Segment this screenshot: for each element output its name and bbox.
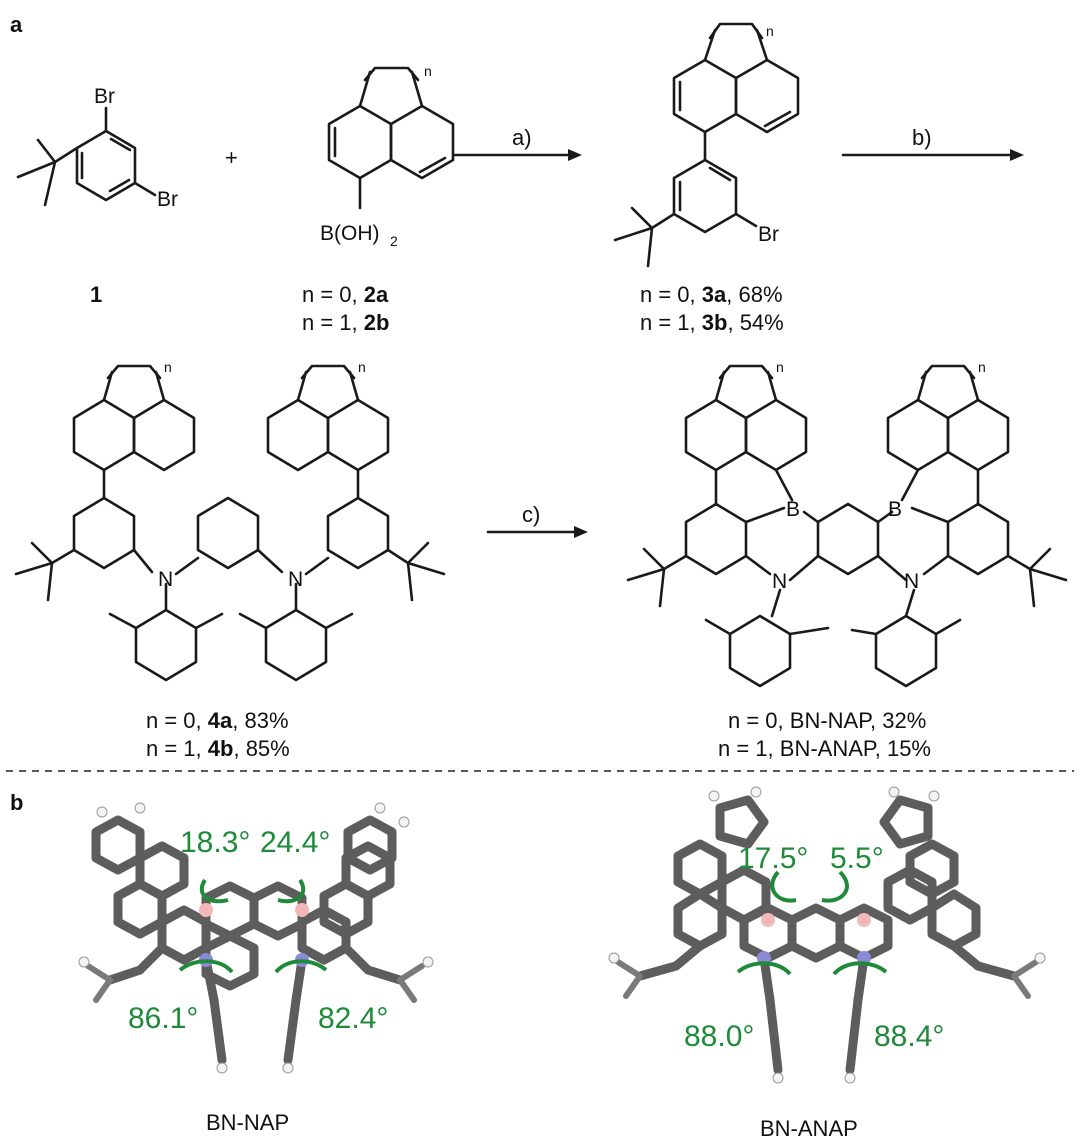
compound-4a-label: n = 0, 4a, 83% bbox=[146, 708, 289, 733]
arrow-b bbox=[841, 149, 1024, 161]
bn-anap-angle-top-left: 17.5° bbox=[738, 842, 808, 875]
compound-2b-label: n = 1, 2b bbox=[302, 310, 389, 335]
compound-2-structure: n B(OH) 2 bbox=[320, 63, 455, 249]
bn-anap-angle-bottom-left: 88.0° bbox=[684, 1020, 754, 1053]
product-boron-left: B bbox=[786, 498, 800, 521]
bn-anap-crystal-structure bbox=[608, 786, 1046, 1084]
compound-4-n-atom-left: N bbox=[158, 568, 173, 591]
bn-nap-angle-bottom-right: 82.4° bbox=[318, 1002, 388, 1035]
product-nitrogen-left: N bbox=[772, 570, 787, 593]
arrow-b-label: b) bbox=[912, 125, 932, 150]
compound-3b-label: n = 1, 3b, 54% bbox=[640, 310, 784, 335]
bn-nap-angle-top-right: 24.4° bbox=[260, 826, 330, 859]
compound-1-structure: Br Br bbox=[16, 85, 178, 211]
plus-sign: + bbox=[225, 145, 238, 170]
compound-4-structure: n n N N bbox=[14, 359, 446, 682]
compound-1-br-top: Br bbox=[94, 85, 115, 108]
compound-4b-label: n = 1, 4b, 85% bbox=[146, 736, 290, 761]
compound-2a-label: n = 0, 2a bbox=[302, 282, 389, 307]
arrow-a bbox=[453, 149, 582, 161]
product-boron-right: B bbox=[888, 498, 902, 521]
compound-1-label: 1 bbox=[90, 282, 102, 307]
bn-anap-angle-top-right: 5.5° bbox=[830, 842, 884, 875]
compound-2-boronic-sub: 2 bbox=[390, 233, 398, 249]
bn-nap-angle-top-left: 18.3° bbox=[180, 826, 250, 859]
product-line-2: n = 1, BN-ANAP, 15% bbox=[718, 736, 931, 761]
compound-3-n: n bbox=[766, 23, 774, 39]
panel-a-label: a bbox=[10, 12, 23, 37]
compound-3-br: Br bbox=[758, 223, 779, 246]
bn-nap-caption: BN-NAP bbox=[206, 1110, 289, 1135]
compound-4-n-left: n bbox=[164, 359, 172, 375]
arrow-c-label: c) bbox=[522, 502, 540, 527]
product-n-left: n bbox=[776, 359, 784, 375]
compound-1-br-right: Br bbox=[157, 188, 178, 211]
bn-anap-caption: BN-ANAP bbox=[760, 1116, 858, 1141]
bn-nap-crystal-structure bbox=[78, 802, 434, 1074]
bn-nap-angle-bottom-left: 86.1° bbox=[128, 1002, 198, 1035]
product-structure: n n B B N N bbox=[626, 359, 1068, 688]
compound-3a-label: n = 0, 3a, 68% bbox=[640, 282, 783, 307]
panel-b-label: b bbox=[10, 790, 23, 815]
product-nitrogen-right: N bbox=[904, 570, 919, 593]
compound-4-n-right: n bbox=[358, 359, 366, 375]
compound-2-n: n bbox=[424, 63, 432, 79]
bn-anap-angle-bottom-right: 88.4° bbox=[874, 1020, 944, 1053]
compound-3-structure: n Br bbox=[613, 22, 800, 268]
arrow-c bbox=[486, 526, 588, 538]
product-line-1: n = 0, BN-NAP, 32% bbox=[728, 708, 926, 733]
product-n-right: n bbox=[978, 359, 986, 375]
compound-4-n-atom-right: N bbox=[288, 568, 303, 591]
arrow-a-label: a) bbox=[512, 125, 532, 150]
compound-2-boronic: B(OH) bbox=[320, 222, 380, 245]
